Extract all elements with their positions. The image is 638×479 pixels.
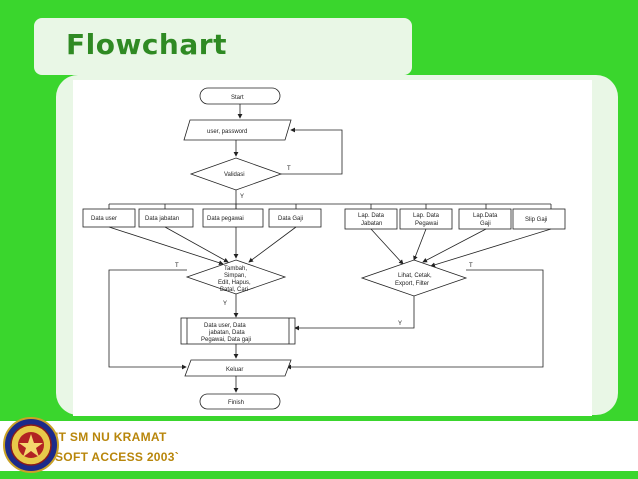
- flowchart-svg: Start user, password Validasi T Y Data u…: [82, 87, 566, 410]
- lap-pegawai-label-2: Pegawai: [415, 221, 438, 227]
- start-label: Start: [231, 95, 244, 101]
- login-label: user, password: [207, 129, 247, 135]
- finish-label: Finish: [228, 400, 244, 406]
- box-data-jabatan: [138, 208, 194, 228]
- crud-no-label: T: [175, 263, 179, 269]
- db-label-3: Pegawai, Data gaji: [201, 337, 251, 343]
- title-box: Flowchart: [34, 18, 412, 75]
- school-logo-icon: [2, 416, 60, 474]
- box-lap-gaji: [458, 208, 512, 230]
- slide-title: Flowchart: [66, 28, 227, 61]
- box-slip-gaji: [512, 208, 566, 230]
- crud-label-3: Edit, Hapus,: [218, 280, 251, 286]
- login-input: [183, 119, 292, 141]
- slip-gaji-label: Slip Gaji: [525, 217, 547, 223]
- lap-gaji-label-2: Gaji: [480, 221, 491, 227]
- crud-label-2: Simpan,: [224, 273, 246, 279]
- lap-jabatan-label-2: Jabatan: [361, 221, 382, 227]
- report-label-1: Lihat, Cetak,: [398, 273, 432, 279]
- validasi-no-label: T: [287, 166, 291, 172]
- lap-jabatan-label-1: Lap. Data: [358, 213, 385, 219]
- footer-bar: IT SM NU KRAMAT SOFT ACCESS 2003`: [0, 421, 638, 471]
- crud-label-1: Tambah,: [224, 266, 247, 272]
- lap-pegawai-label-1: Lap. Data: [413, 213, 440, 219]
- finish-terminator: [199, 393, 281, 410]
- report-yes-label: Y: [398, 321, 402, 327]
- footer-divider: [0, 471, 638, 474]
- validasi-yes-label: Y: [240, 194, 244, 200]
- data-gaji-label: Data Gaji: [278, 216, 303, 222]
- flowchart: Start user, password Validasi T Y Data u…: [73, 80, 592, 416]
- keluar-output: [184, 359, 292, 377]
- db-label-2: jabatan, Data: [208, 330, 245, 336]
- crud-label-4: Batal, Cari: [220, 287, 248, 293]
- footer-course-name: SOFT ACCESS 2003`: [55, 450, 180, 464]
- report-label-2: Export, Filter: [395, 281, 429, 287]
- data-pegawai-label: Data pegawai: [207, 216, 244, 222]
- box-data-gaji: [268, 208, 322, 228]
- lap-gaji-label-1: Lap.Data: [473, 213, 498, 219]
- data-jabatan-label: Data jabatan: [145, 216, 179, 222]
- box-data-pegawai: [202, 208, 264, 228]
- report-no-label: T: [469, 263, 473, 269]
- validasi-label: Validasi: [224, 172, 245, 178]
- db-label-1: Data user, Data: [204, 323, 246, 329]
- database-box: [180, 317, 296, 345]
- keluar-label: Keluar: [226, 367, 243, 373]
- data-user-label: Data user: [91, 216, 117, 222]
- footer-school-name: IT SM NU KRAMAT: [55, 430, 167, 444]
- crud-yes-label: Y: [223, 301, 227, 307]
